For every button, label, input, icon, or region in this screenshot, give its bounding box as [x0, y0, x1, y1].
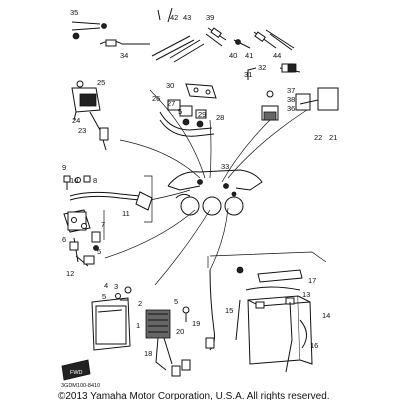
label-23: 23 [78, 126, 86, 135]
label-35: 35 [70, 8, 78, 17]
label-39: 39 [206, 13, 214, 22]
label-27: 27 [167, 99, 175, 108]
label-17: 17 [308, 276, 316, 285]
label-18: 18 [144, 349, 152, 358]
diagram-code: 3GDM100-8410 [61, 383, 100, 389]
label-28: 28 [216, 113, 224, 122]
label-12: 12 [66, 269, 74, 278]
top-wire-parts [71, 7, 295, 63]
label-37: 37 [287, 86, 295, 95]
label-2: 2 [138, 299, 142, 308]
bracket-outlines [103, 175, 327, 268]
cdi-unit [91, 286, 132, 351]
label-19: 19 [192, 319, 200, 328]
label-29: 29 [198, 110, 206, 119]
label-40: 40 [229, 51, 237, 60]
label-26: 26 [152, 94, 160, 103]
label-20: 20 [176, 327, 184, 336]
ignition-coil-assembly [71, 80, 109, 151]
label-15: 15 [225, 306, 233, 315]
part-labels: 35 34 42 43 39 40 41 44 25 24 23 30 26 2… [62, 8, 337, 358]
label-11: 11 [122, 209, 130, 218]
label-4: 4 [104, 281, 108, 290]
copyright-text: ©2013 Yamaha Motor Corporation, U.S.A. A… [58, 391, 330, 400]
label-8: 8 [93, 176, 97, 185]
label-7: 7 [101, 220, 105, 229]
label-5a: 5 [178, 107, 182, 116]
leader-lines [104, 89, 311, 286]
label-44: 44 [273, 51, 281, 60]
fwd-arrow-icon: FWD [61, 359, 91, 381]
label-41: 41 [245, 51, 253, 60]
relay-assembly [159, 99, 215, 137]
label-9: 9 [62, 163, 66, 172]
label-36: 36 [287, 104, 295, 113]
label-25: 25 [97, 78, 105, 87]
label-43: 43 [183, 13, 191, 22]
label-5b: 5 [97, 247, 101, 256]
label-33: 33 [221, 162, 229, 171]
label-10: 10 [70, 176, 78, 185]
label-13: 13 [302, 290, 310, 299]
label-1: 1 [136, 321, 140, 330]
label-16: 16 [310, 341, 318, 350]
label-5d: 5 [174, 297, 178, 306]
label-21: 21 [329, 133, 337, 142]
ignition-coil-7 [63, 191, 153, 233]
label-34: 34 [120, 51, 128, 60]
label-42: 42 [170, 13, 178, 22]
label-6: 6 [62, 235, 66, 244]
label-14: 14 [322, 311, 330, 320]
bolts-9-10-8 [63, 175, 91, 190]
label-38: 38 [287, 95, 295, 104]
label-5c: 5 [102, 292, 106, 301]
sensor-parts [69, 231, 101, 267]
label-30: 30 [166, 81, 174, 90]
right-relay-assembly [247, 63, 339, 121]
label-31: 31 [244, 70, 252, 79]
bracket-30 [185, 83, 217, 99]
atv-outline [167, 169, 263, 216]
label-24: 24 [72, 116, 80, 125]
svg-text:FWD: FWD [70, 370, 83, 376]
rectifier-regulator [145, 306, 191, 377]
label-3: 3 [114, 282, 118, 291]
harness-19-20 [205, 266, 244, 351]
label-22: 22 [314, 133, 322, 142]
label-32: 32 [258, 63, 266, 72]
battery-assembly [235, 269, 313, 373]
